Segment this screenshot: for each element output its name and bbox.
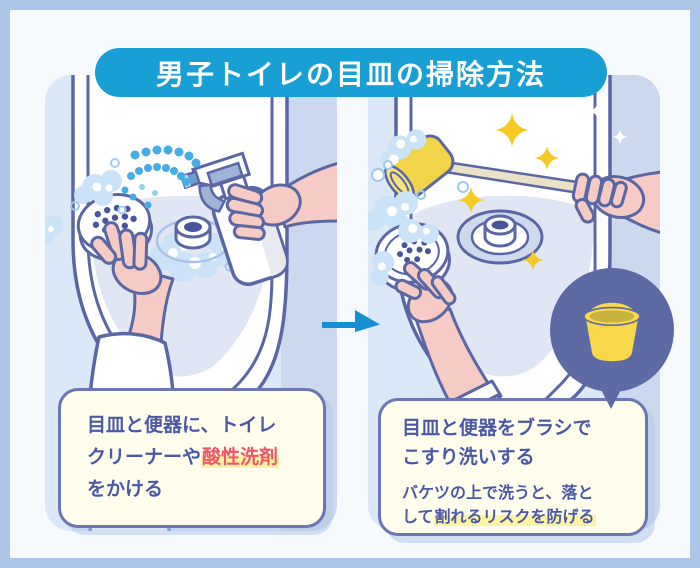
sparkle-icon — [588, 101, 628, 145]
step2-main-line1: 目皿と便器をブラシで — [402, 417, 592, 439]
right-arrow-icon — [322, 310, 380, 332]
step2-sub-line2: して — [402, 506, 434, 526]
step1-line2: クリーナーや — [87, 445, 202, 468]
step2-main-text: 目皿と便器をブラシで こすり洗いする — [402, 414, 645, 473]
acid-cleaner-highlight: 酸性洗剤 — [201, 445, 280, 468]
step2-sub-text: バケツの上で洗うと、落と して割れるリスクを防げる — [402, 481, 645, 529]
step1-illustration — [45, 75, 337, 531]
step1-caption-text: 目皿と便器に、トイレ クリーナーや酸性洗剤 をかける — [87, 410, 323, 506]
foam-bubbles-icon — [368, 160, 469, 235]
hand-holding-spray — [225, 162, 337, 241]
hand-holding-brush — [571, 170, 660, 234]
risk-highlight: 割れるリスクを防げる — [433, 506, 596, 526]
step1-line1: 目皿と便器に、トイレ — [87, 414, 277, 436]
sparkle-icon — [457, 113, 560, 271]
step2-sub-line1: バケツの上で洗うと、落と — [402, 482, 594, 502]
page-title: 男子トイレの目皿の掃除方法 — [155, 57, 546, 91]
step2-main-line2: こすり洗いする — [402, 446, 535, 469]
bucket-icon — [583, 302, 641, 363]
title-banner: 男子トイレの目皿の掃除方法 — [95, 48, 607, 97]
step1-caption-box: 目皿と便器に、トイレ クリーナーや酸性洗剤 をかける — [58, 388, 326, 528]
step1-line3: をかける — [87, 477, 164, 500]
page-background: 男子トイレの目皿の掃除方法 目皿と便器に、トイレ クリーナーや酸性洗剤 をかける… — [10, 10, 690, 558]
bucket-callout — [550, 268, 674, 424]
drain-icon — [456, 209, 544, 265]
spray-drops-icon — [110, 145, 201, 215]
step2-caption-box: 目皿と便器をブラシで こすり洗いする バケツの上で洗うと、落と して割れるリスク… — [378, 398, 648, 536]
foam-bubbles-icon — [45, 170, 122, 245]
step1-illustration-panel — [45, 75, 337, 531]
drain-icon — [155, 215, 231, 264]
